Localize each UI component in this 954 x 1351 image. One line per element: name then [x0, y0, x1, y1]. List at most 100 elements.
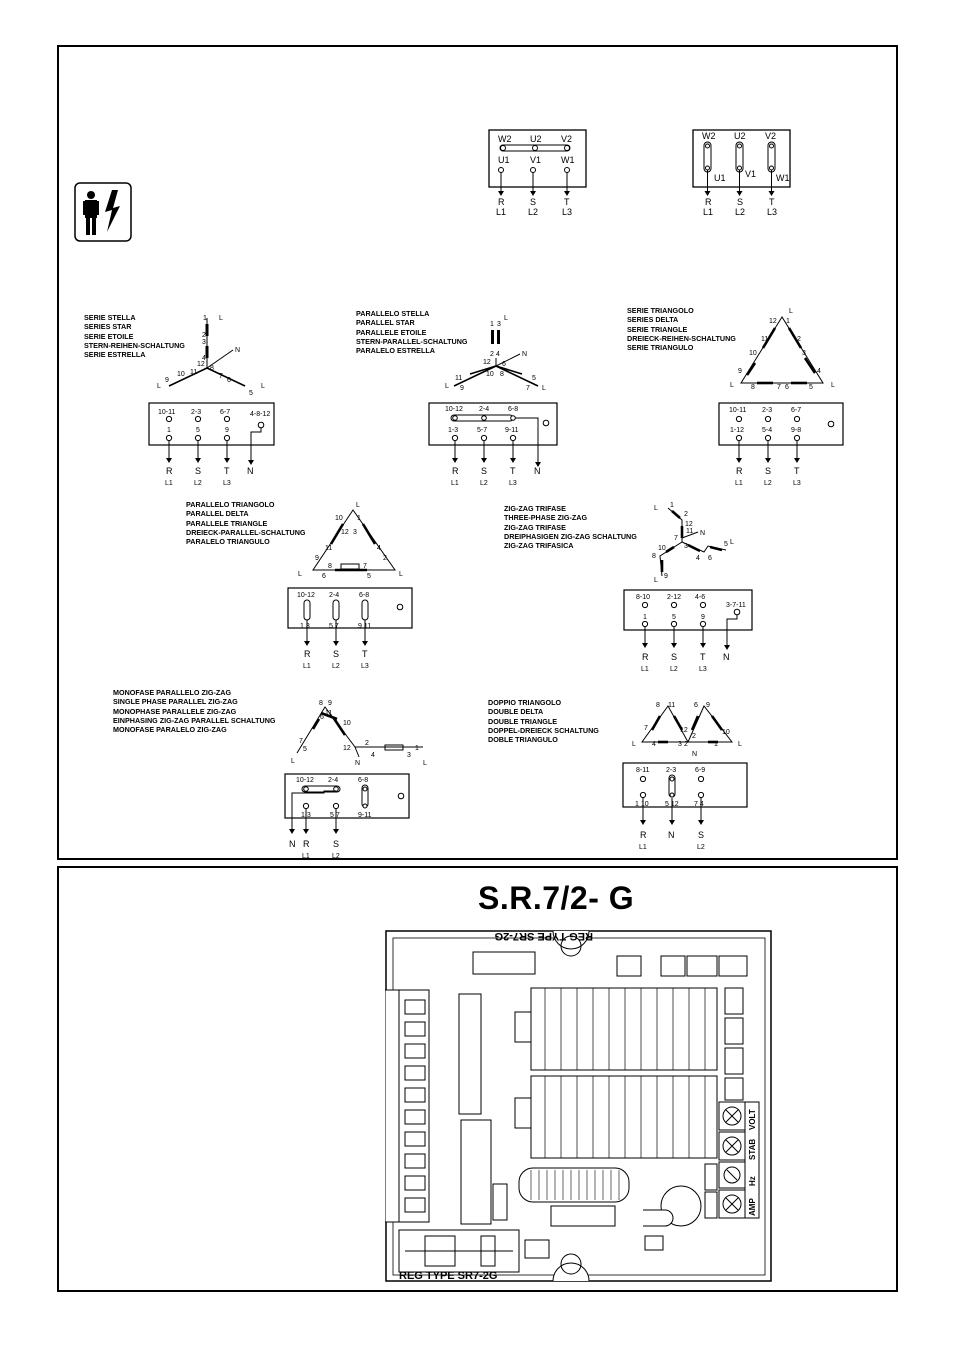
svg-text:2-3: 2-3 [191, 409, 201, 416]
svg-text:6-8: 6-8 [359, 592, 369, 599]
svg-text:N: N [534, 466, 541, 476]
svg-text:2: 2 [365, 740, 369, 747]
svg-text:4: 4 [202, 355, 206, 362]
svg-text:11: 11 [190, 369, 197, 376]
svg-text:11: 11 [325, 545, 332, 552]
svg-text:10-11: 10-11 [158, 409, 175, 416]
svg-text:L1: L1 [302, 853, 310, 860]
svg-text:3-7-11: 3-7-11 [726, 602, 746, 609]
svg-text:R: R [304, 649, 311, 659]
svg-text:L: L [789, 308, 793, 315]
svg-text:11: 11 [325, 710, 332, 717]
svg-text:5 7: 5 7 [329, 623, 339, 630]
svg-text:10-12: 10-12 [445, 406, 463, 413]
regulator-board-drawing: REG TYPE SR7-2G REG TYPE SR7-2G [385, 930, 772, 1282]
svg-text:L: L [738, 741, 742, 748]
line-t: T [564, 197, 570, 207]
svg-text:8: 8 [652, 553, 656, 560]
svg-text:1 3: 1 3 [300, 623, 310, 630]
svg-text:11: 11 [761, 336, 768, 343]
svg-text:2: 2 [490, 351, 494, 358]
svg-text:N: N [668, 830, 675, 840]
svg-text:4: 4 [371, 752, 375, 759]
svg-text:3: 3 [202, 339, 206, 346]
svg-text:6-9: 6-9 [695, 767, 705, 774]
terminal-w2: W2 [702, 131, 716, 141]
svg-text:12: 12 [680, 727, 688, 734]
svg-text:4-8-12: 4-8-12 [250, 411, 270, 418]
svg-text:9-8: 9-8 [791, 427, 801, 434]
svg-text:10-12: 10-12 [296, 777, 314, 784]
svg-text:9-11: 9-11 [505, 427, 519, 434]
svg-text:1: 1 [786, 318, 790, 325]
svg-text:N: N [289, 839, 296, 849]
svg-text:L: L [654, 577, 658, 584]
svg-text:2-4: 2-4 [329, 592, 339, 599]
svg-text:2-3: 2-3 [666, 767, 676, 774]
svg-text:6: 6 [708, 555, 712, 562]
svg-text:L3: L3 [699, 666, 707, 673]
svg-text:R: R [642, 652, 649, 662]
svg-text:R: R [452, 466, 459, 476]
svg-text:10: 10 [343, 720, 351, 727]
svg-text:6: 6 [320, 714, 324, 721]
phase-l3: L3 [767, 207, 777, 217]
svg-text:T: T [224, 466, 230, 476]
svg-text:L1: L1 [641, 666, 649, 673]
svg-text:L: L [654, 505, 658, 512]
svg-text:L1: L1 [639, 844, 647, 851]
svg-text:R: R [303, 839, 310, 849]
svg-text:S: S [765, 466, 771, 476]
svg-text:7: 7 [644, 725, 648, 732]
svg-text:6-8: 6-8 [358, 777, 368, 784]
svg-text:12: 12 [197, 361, 205, 368]
svg-text:6: 6 [322, 573, 326, 580]
svg-text:10: 10 [722, 729, 730, 736]
svg-text:L3: L3 [793, 480, 801, 487]
svg-text:2-4: 2-4 [328, 777, 338, 784]
svg-text:4: 4 [696, 555, 700, 562]
terminal-v1: V1 [530, 155, 541, 165]
svg-text:6: 6 [694, 702, 698, 709]
svg-text:N: N [692, 751, 697, 758]
svg-text:7: 7 [777, 384, 781, 391]
line-s: S [737, 197, 743, 207]
svg-text:L1: L1 [735, 480, 743, 487]
svg-text:L: L [542, 385, 546, 392]
svg-text:10-12: 10-12 [297, 592, 315, 599]
svg-text:L: L [399, 571, 403, 578]
svg-text:1: 1 [357, 515, 361, 522]
svg-text:L2: L2 [194, 480, 202, 487]
svg-text:L2: L2 [332, 663, 340, 670]
svg-text:6-8: 6-8 [508, 406, 518, 413]
svg-text:L3: L3 [361, 663, 369, 670]
svg-text:L: L [504, 315, 508, 322]
terminal-w1: W1 [776, 173, 790, 183]
terminal-u2: U2 [734, 131, 746, 141]
svg-text:12: 12 [769, 318, 777, 325]
svg-text:5-7: 5-7 [477, 427, 487, 434]
svg-text:5: 5 [809, 384, 813, 391]
svg-text:11: 11 [668, 702, 675, 709]
svg-text:1: 1 [490, 321, 494, 328]
svg-text:S: S [195, 466, 201, 476]
svg-text:12: 12 [341, 529, 349, 536]
terminal-board-double-delta: 8-11 2-3 6-9 1 10 5 12 7 4 R N S L1 L2 [622, 762, 748, 851]
svg-text:L: L [730, 539, 734, 546]
svg-text:1-12: 1-12 [730, 427, 744, 434]
svg-text:N: N [247, 466, 254, 476]
svg-text:2: 2 [692, 733, 696, 740]
svg-text:7 4: 7 4 [694, 801, 704, 808]
svg-text:L1: L1 [165, 480, 173, 487]
terminal-u2: U2 [530, 134, 542, 144]
svg-text:2-3: 2-3 [762, 407, 772, 414]
svg-text:5: 5 [724, 541, 728, 548]
svg-text:10-11: 10-11 [729, 407, 746, 414]
line-r: R [705, 197, 712, 207]
electric-shock-warning-icon [74, 182, 132, 242]
